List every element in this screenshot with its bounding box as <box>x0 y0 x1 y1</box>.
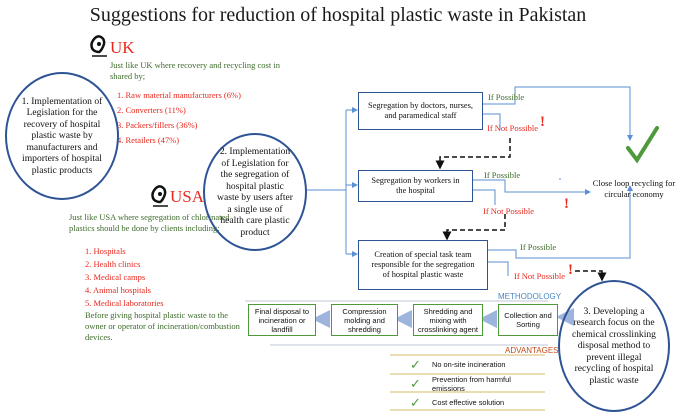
if-not-possible-label: If Not Possible <box>487 123 538 133</box>
legislation-recovery-ellipse: 1. Implementation of Legislation for the… <box>5 72 119 200</box>
box-text: Segregation by workers in the hospital <box>371 175 460 195</box>
uk-cost-share-list: 1. Raw material manufacturers (6%) 2. Co… <box>117 88 241 148</box>
location-pin-icon <box>151 185 168 207</box>
usa-label: USA <box>170 187 205 206</box>
list-item: 5. Medical laboratories <box>85 298 164 308</box>
page-title: Suggestions for reduction of hospital pl… <box>89 4 587 26</box>
list-item: 4. Animal hospitals <box>85 285 151 295</box>
list-item: 3. Medical camps <box>85 272 146 282</box>
box-text: Creation of special task team responsibl… <box>371 249 475 280</box>
warning-icon: ! <box>540 114 545 130</box>
ellipse-text: 3. Developing a research focus on the ch… <box>572 305 656 386</box>
method-step-box: Shredding and mixing with crosslinking a… <box>413 304 483 336</box>
check-icon: ✓ <box>410 395 421 410</box>
segregation-workers-box: Segregation by workers in the hospital <box>358 170 473 202</box>
list-item: 3. Packers/fillers (36%) <box>117 120 198 130</box>
check-icon: ✓ <box>410 357 421 372</box>
location-pin-icon <box>90 35 107 57</box>
step-text: Final disposal to incineration or landfi… <box>254 306 310 334</box>
advantage-item: No on-site incineration <box>432 360 506 369</box>
advantage-item: Cost effective solution <box>432 398 505 407</box>
usa-clients-list: 1. Hospitals 2. Health clinics 3. Medica… <box>85 245 164 310</box>
usa-intro-text: Just like USA where segregation of chlor… <box>69 212 230 233</box>
list-item: 1. Raw material manufacturers (6%) <box>117 90 241 100</box>
research-focus-ellipse: 3. Developing a research focus on the ch… <box>558 280 670 412</box>
if-possible-label: If Possible <box>484 170 521 180</box>
list-item: 1. Hospitals <box>85 246 126 256</box>
if-not-possible-label: If Not Possible <box>483 206 534 216</box>
legislation-segregation-ellipse: 2. Implementation of Legislation for the… <box>203 133 307 251</box>
check-icon: ✓ <box>410 376 421 391</box>
list-item: 2. Converters (11%) <box>117 105 186 115</box>
warning-icon: ! <box>564 196 569 212</box>
usa-note-text: Before giving hospital plastic waste to … <box>85 310 240 342</box>
method-step-box: Compression molding and shredding <box>331 304 398 336</box>
if-possible-label: If Possible <box>488 92 525 102</box>
uk-intro-text: Just like UK where recovery and recyclin… <box>110 60 280 81</box>
ellipse-text: 1. Implementation of Legislation for the… <box>21 95 103 176</box>
uk-label: UK <box>110 38 135 57</box>
ellipse-text: 2. Implementation of Legislation for the… <box>217 146 293 238</box>
outcome-text: Close loop recycling for circular econom… <box>592 178 676 199</box>
advantages-label: ADVANTAGES <box>505 346 559 355</box>
list-item: 2. Health clinics <box>85 259 141 269</box>
check-mark-icon <box>626 126 659 164</box>
method-step-box: Final disposal to incineration or landfi… <box>248 304 316 336</box>
box-text: Segregation by doctors, nurses, and para… <box>368 100 473 120</box>
if-not-possible-label: If Not Possible <box>514 271 565 281</box>
step-text: Compression molding and shredding <box>342 306 387 334</box>
task-team-box: Creation of special task team responsibl… <box>358 240 488 290</box>
if-possible-label: If Possible <box>520 242 557 252</box>
step-text: Shredding and mixing with crosslinking a… <box>417 306 479 334</box>
step-text: Collection and Sorting <box>504 311 552 329</box>
warning-icon: ! <box>568 262 573 278</box>
method-step-box: Collection and Sorting <box>498 304 558 336</box>
list-item: 4. Retailers (47%) <box>117 135 180 145</box>
methodology-label: METHODOLOGY <box>498 292 562 301</box>
segregation-staff-box: Segregation by doctors, nurses, and para… <box>358 92 483 130</box>
advantage-item: Prevention from harmful emissions <box>432 375 511 393</box>
